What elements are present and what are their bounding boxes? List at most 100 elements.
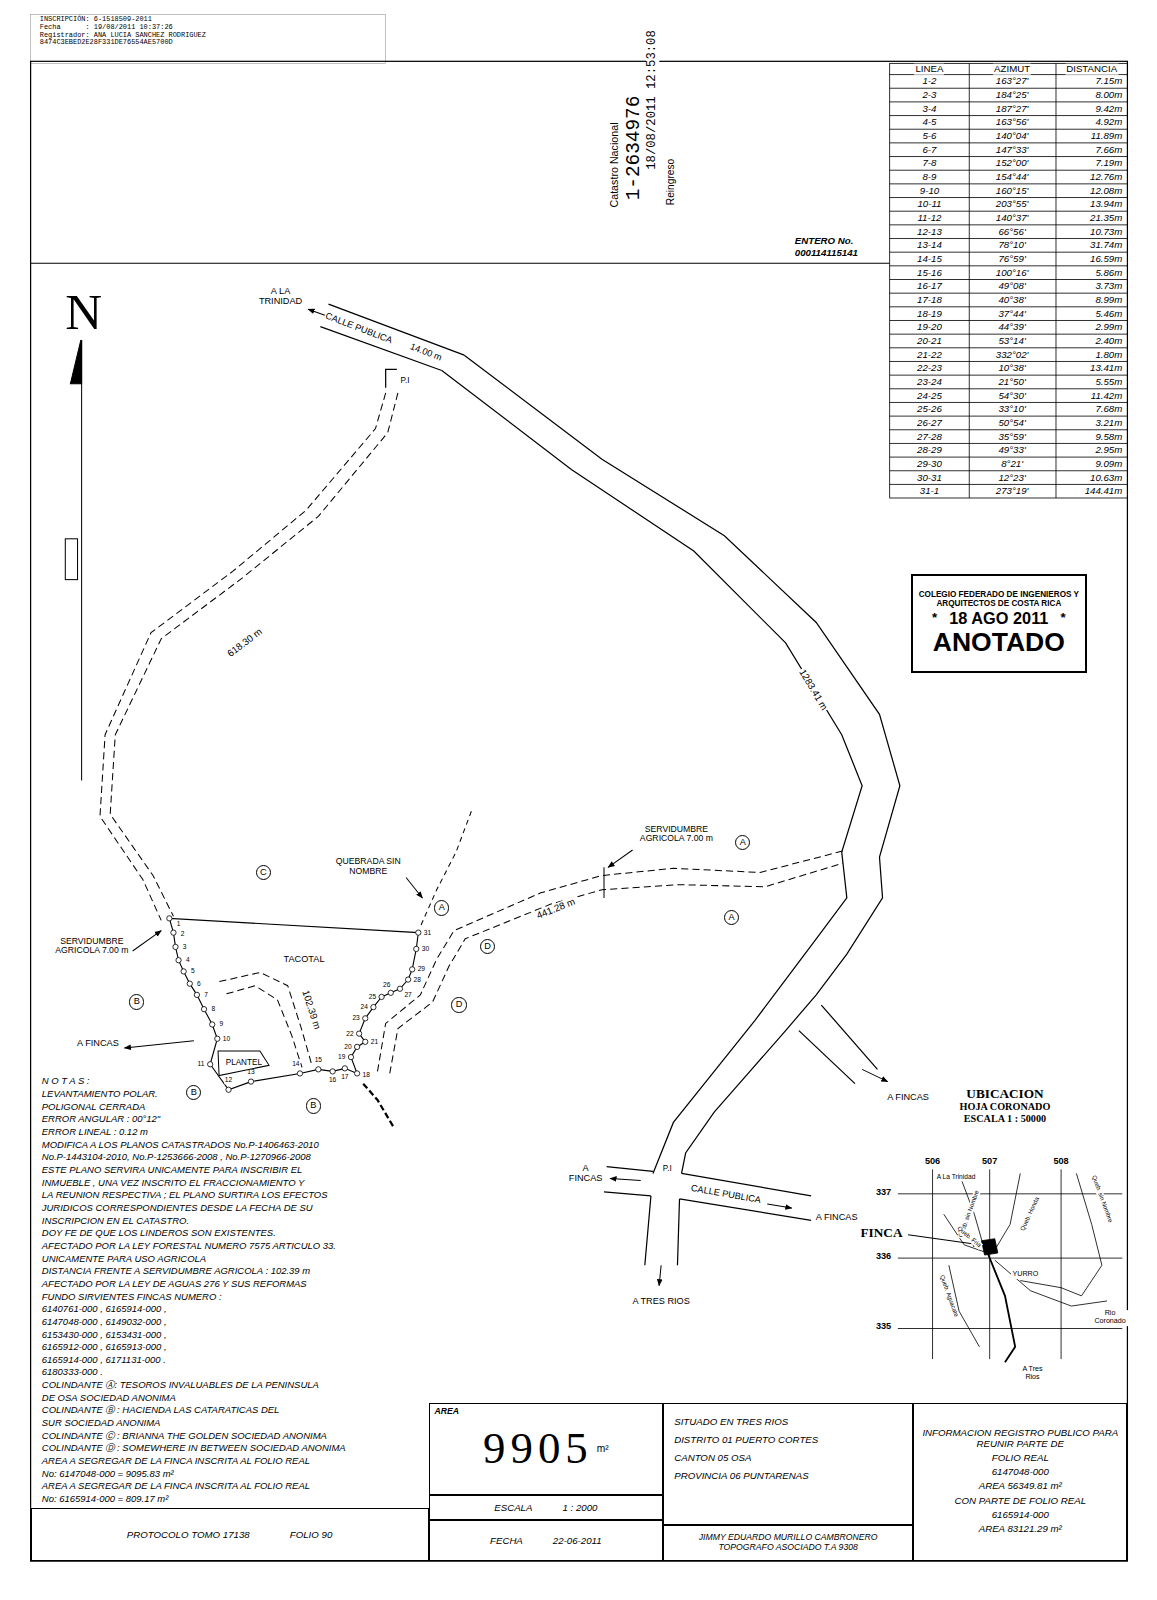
north-mark bbox=[65, 539, 77, 580]
point-number: 12 bbox=[224, 1077, 233, 1084]
point-number: 15 bbox=[314, 1056, 323, 1063]
inset-label: A La Trinidad bbox=[935, 1174, 978, 1181]
node-text: AREA 83121.29 m² bbox=[922, 1523, 1118, 1534]
inset-label: Queb. Honda bbox=[1019, 1195, 1041, 1233]
survey-point bbox=[215, 1036, 220, 1041]
survey-point bbox=[208, 1062, 213, 1067]
table-cell: 11.89m bbox=[1090, 131, 1124, 142]
node-text: 6165914-000 bbox=[922, 1509, 1118, 1520]
inset-label: A Tres Rios bbox=[1015, 1366, 1050, 1382]
survey-point bbox=[248, 1079, 253, 1084]
point-number: 14 bbox=[291, 1061, 300, 1068]
table-rule bbox=[890, 388, 1128, 389]
survey-point bbox=[405, 977, 410, 982]
note-line: LEVANTAMIENTO POLAR. bbox=[41, 1089, 159, 1099]
map-label: A FINCAS bbox=[564, 1163, 607, 1183]
node-text: * bbox=[1060, 610, 1065, 625]
map-label: SERVIDUMBRE AGRICOLA 7.00 m bbox=[51, 937, 133, 956]
node-text: 6147048-000 bbox=[922, 1466, 1118, 1477]
inset-label: 336 bbox=[875, 1251, 892, 1261]
table-cell: 44°39' bbox=[997, 322, 1026, 333]
table-cell: 21-22 bbox=[916, 349, 943, 360]
table-cell: 8-9 bbox=[921, 172, 937, 183]
table-cell: 5-6 bbox=[921, 131, 937, 142]
north-arrow bbox=[65, 337, 81, 781]
point-number: 1 bbox=[176, 921, 182, 928]
table-cell: 140°37' bbox=[995, 213, 1030, 224]
table-cell: 3.73m bbox=[1094, 281, 1123, 292]
note-line: DOY FE DE QUE LOS LINDEROS SON EXISTENTE… bbox=[41, 1228, 277, 1238]
map-label: P.I bbox=[662, 1165, 673, 1174]
table-cell: 40°38' bbox=[997, 295, 1026, 306]
point-number: 7 bbox=[203, 991, 209, 998]
registry-box bbox=[31, 14, 386, 63]
inset-label: ESCALA 1 : 50000 bbox=[963, 1114, 1047, 1125]
table-cell: 10.73m bbox=[1089, 226, 1123, 237]
note-line: POLIGONAL CERRADA bbox=[41, 1102, 147, 1112]
table-cell: 13-14 bbox=[916, 240, 943, 251]
inset-label: YURRO bbox=[1012, 1271, 1040, 1279]
point-number: 28 bbox=[413, 977, 422, 984]
owner-letter: B bbox=[130, 997, 143, 1006]
note-line: COLINDANTE Ⓐ: TESOROS INVALUABLES DE LA … bbox=[41, 1380, 320, 1390]
table-cell: 2.95m bbox=[1094, 445, 1123, 456]
north-label: N bbox=[64, 284, 103, 340]
map-label: TACOTAL bbox=[283, 954, 326, 964]
survey-point bbox=[397, 986, 402, 991]
survey-point bbox=[354, 1071, 359, 1076]
cadastre-stamp-text: 18/08/2011 12:53:08 bbox=[646, 29, 659, 171]
table-cell: 9.42m bbox=[1094, 103, 1123, 114]
creek-line bbox=[420, 811, 471, 926]
node-text: CON PARTE DE FOLIO REAL bbox=[922, 1495, 1118, 1506]
map-label: A FINCAS bbox=[884, 1092, 932, 1102]
table-cell: 163°27' bbox=[995, 76, 1030, 87]
point-number: 22 bbox=[345, 1030, 354, 1037]
node-text: TOPOGRAFO ASOCIADO T.A 9308 bbox=[667, 1543, 909, 1553]
leader-line bbox=[659, 1265, 661, 1285]
point-number: 29 bbox=[417, 966, 426, 973]
table-cell: 2.99m bbox=[1094, 322, 1123, 333]
table-cell: 11-12 bbox=[916, 213, 942, 224]
table-cell: 12.76m bbox=[1089, 172, 1123, 183]
title-block-cell: FECHA22-06-2011 bbox=[429, 1520, 664, 1561]
table-cell: 2.40m bbox=[1094, 336, 1123, 347]
table-cell: 9-10 bbox=[919, 185, 940, 196]
entry-number: 000114115141 bbox=[794, 248, 859, 259]
point-number: 30 bbox=[421, 945, 430, 952]
easement-line bbox=[390, 863, 843, 1073]
node-text: COLEGIO FEDERADO DE INGENIEROS Y ARQUITE… bbox=[917, 590, 1080, 609]
table-rule bbox=[890, 74, 1128, 75]
point-number: 4 bbox=[185, 956, 191, 963]
table-cell: 12-13 bbox=[916, 226, 943, 237]
title-block-cell: ESCALA1 : 2000 bbox=[429, 1495, 664, 1521]
leader-line bbox=[767, 1204, 791, 1208]
node-text: FOLIO 90 bbox=[290, 1529, 333, 1540]
leader-line bbox=[608, 850, 632, 867]
table-frame bbox=[890, 63, 1128, 498]
node-text: CANTON 05 OSA bbox=[674, 1452, 902, 1463]
table-rule bbox=[890, 320, 1128, 321]
survey-point bbox=[348, 1054, 353, 1059]
owner-circle: B bbox=[306, 1098, 321, 1113]
table-cell: 66°56' bbox=[997, 226, 1026, 237]
table-rule bbox=[890, 484, 1128, 485]
survey-point bbox=[379, 994, 384, 999]
table-cell: 4-5 bbox=[921, 117, 937, 128]
table-cell: 37°44' bbox=[997, 308, 1026, 319]
easement-line bbox=[100, 393, 386, 920]
node-text: 22-06-2011 bbox=[553, 1535, 602, 1546]
table-cell: 5.86m bbox=[1094, 267, 1123, 278]
survey-point bbox=[297, 1071, 302, 1076]
table-cell: 7.66m bbox=[1094, 144, 1123, 155]
table-cell: 35°59' bbox=[997, 431, 1026, 442]
node-text: INFORMACION REGISTRO PUBLICO PARA REUNIR… bbox=[922, 1427, 1118, 1449]
note-line: AREA A SEGREGAR DE LA FINCA INSCRITA AL … bbox=[41, 1481, 311, 1491]
table-rule bbox=[890, 470, 1128, 471]
note-line: No: 6147048-000 = 9095.83 m² bbox=[41, 1468, 175, 1478]
inset-label: FINCA bbox=[860, 1225, 904, 1240]
survey-point bbox=[210, 1022, 215, 1027]
pi-mark bbox=[386, 369, 397, 387]
node-text: FOLIO REAL bbox=[922, 1452, 1118, 1463]
table-cell: 29-30 bbox=[916, 459, 943, 470]
